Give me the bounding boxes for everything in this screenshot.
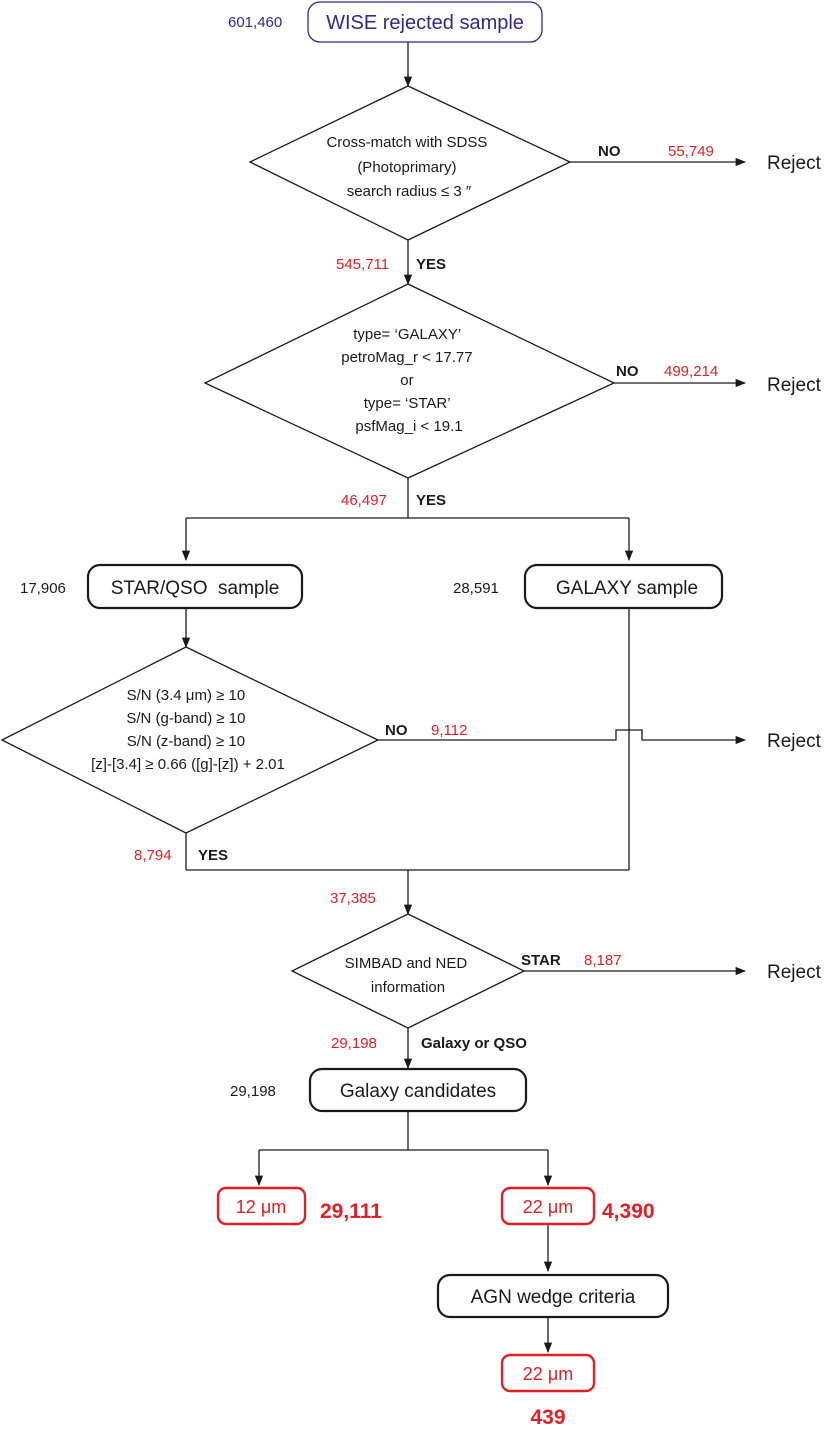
wise-rejected-sample-node: WISE rejected sample [307,1,543,43]
crossmatch-line-2: (Photoprimary) [357,159,456,176]
simbad-line-2: information [371,979,445,996]
d1-yes-label: YES [416,256,446,273]
galaxy-sample-label: GALAXY sample [556,578,698,599]
reject-label-2: Reject [767,375,822,396]
reject-label-1: Reject [767,153,822,174]
type-line-2: petroMag_r < 17.77 [341,349,472,366]
sn-line-3: S/N (z-band) ≥ 10 [127,733,245,750]
edges [181,42,747,1354]
count-d3-yes: 8,794 [134,847,172,864]
sn-line-4: [z]-[3.4] ≥ 0.66 ([g]-[z]) + 2.01 [91,756,285,773]
band-22um-label: 22 μm [523,1197,573,1217]
type-line-5: psfMag_i < 19.1 [355,418,462,435]
agn-wedge-criteria-label: AGN wedge criteria [471,1287,636,1308]
count-d4-star: 8,187 [584,952,622,969]
count-star-qso: 17,906 [20,580,66,597]
band-12um-node: 12 μm [216,1186,307,1226]
count-d3-no: 9,112 [431,722,467,739]
galaxy-candidates-label: Galaxy candidates [340,1081,496,1102]
reject-label-4: Reject [767,962,822,983]
count-d1-yes: 545,711 [336,256,389,273]
type-magnitude-text: type= ‘GALAXY’ petroMag_r < 17.77 or typ… [341,326,477,435]
type-magnitude-decision: type= ‘GALAXY’ petroMag_r < 17.77 or typ… [203,283,616,479]
signal-to-noise-text: S/N (3.4 μm) ≥ 10 S/N (g-band) ≥ 10 S/N … [91,687,285,773]
simbad-ned-decision: SIMBAD and NED information [290,913,526,1029]
simbad-ned-text: SIMBAD and NED information [345,955,472,996]
count-22um-final: 439 [530,1406,565,1429]
count-galaxy: 28,591 [453,580,499,597]
galaxy-sample-node: GALAXY sample [523,563,724,610]
band-22um-final-label: 22 μm [523,1364,573,1384]
d2-no-label: NO [616,363,639,380]
type-line-4: type= ‘STAR’ [364,395,451,412]
count-12um: 29,111 [320,1200,382,1223]
star-qso-sample-node: STAR/QSO sample [86,563,304,610]
crossmatch-sdss-text: Cross-match with SDSS (Photoprimary) sea… [326,134,491,200]
crossmatch-line-3: search radius ≤ 3 ″ [347,183,472,200]
sn-line-2: S/N (g-band) ≥ 10 [126,710,245,727]
count-d2-yes: 46,497 [341,492,387,509]
d3-no-label: NO [385,722,408,739]
wise-rejected-sample-label: WISE rejected sample [326,12,524,34]
count-22um: 4,390 [602,1200,655,1223]
edge-labels: NO YES NO YES NO YES STAR Galaxy or QSO … [198,143,822,1052]
agn-wedge-criteria-node: AGN wedge criteria [436,1273,670,1319]
star-qso-sample-label: STAR/QSO sample [111,578,280,599]
d3-yes-label: YES [198,847,228,864]
crossmatch-sdss-decision: Cross-match with SDSS (Photoprimary) sea… [248,85,572,241]
reject-label-3: Reject [767,731,822,752]
d4-galaxy-qso-label: Galaxy or QSO [421,1035,527,1052]
d1-no-label: NO [598,143,621,160]
count-d1-no: 55,749 [668,143,714,160]
type-line-3: or [400,372,413,389]
type-line-1: type= ‘GALAXY’ [353,326,461,343]
band-22um-final-node: 22 μm [500,1353,596,1393]
d2-yes-label: YES [416,492,446,509]
count-merge: 37,385 [330,890,376,907]
simbad-line-1: SIMBAD and NED [345,955,468,972]
galaxy-candidates-node: Galaxy candidates [308,1067,528,1113]
count-wise: 601,460 [228,14,282,31]
count-candidates: 29,198 [230,1083,276,1100]
band-12um-label: 12 μm [236,1197,286,1217]
band-22um-node: 22 μm [500,1186,596,1226]
count-d4-yes: 29,198 [331,1035,377,1052]
d4-star-label: STAR [521,952,561,969]
count-d2-no: 499,214 [664,363,718,380]
crossmatch-line-1: Cross-match with SDSS [326,134,487,151]
counts: 601,460 55,749 545,711 499,214 46,497 17… [20,14,718,1429]
signal-to-noise-decision: S/N (3.4 μm) ≥ 10 S/N (g-band) ≥ 10 S/N … [0,646,380,834]
sn-line-1: S/N (3.4 μm) ≥ 10 [127,687,246,704]
